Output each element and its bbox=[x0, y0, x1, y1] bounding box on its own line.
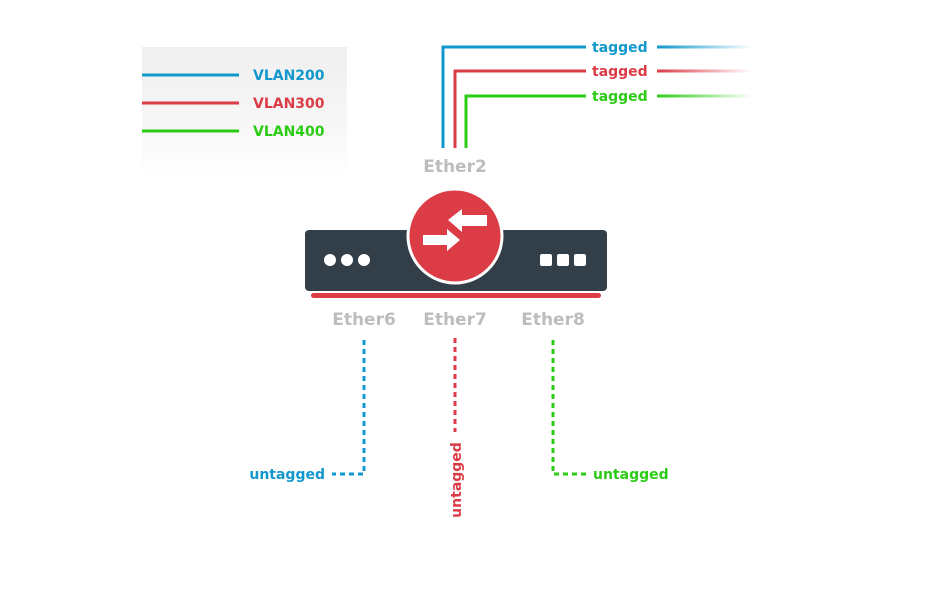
tagged-tail-vlan200 bbox=[657, 45, 752, 49]
untagged-links: untagged untagged untagged bbox=[148, 338, 795, 558]
legend: VLAN200 VLAN300 VLAN400 bbox=[142, 68, 325, 140]
untagged-line-vlan200 bbox=[332, 340, 366, 476]
tagged-tail-vlan300 bbox=[657, 69, 752, 73]
tagged-line-vlan300 bbox=[453, 69, 586, 148]
device-base-stripe bbox=[311, 293, 601, 298]
tagged-links: tagged tagged tagged bbox=[441, 40, 752, 148]
three-dots-icon bbox=[324, 254, 370, 266]
port-label-ether2: Ether2 bbox=[423, 157, 487, 177]
tagged-label-vlan400: tagged bbox=[592, 89, 648, 105]
port-label-ether8: Ether8 bbox=[521, 310, 585, 330]
legend-item-vlan300: VLAN300 bbox=[142, 96, 325, 112]
untagged-link-vlan300: untagged bbox=[449, 338, 465, 558]
untagged-label-vlan400: untagged bbox=[593, 467, 669, 483]
tagged-link-vlan200: tagged bbox=[441, 40, 752, 148]
tagged-tail-vlan400 bbox=[657, 94, 752, 98]
tagged-line-vlan200 bbox=[441, 45, 586, 148]
untagged-link-vlan200: untagged bbox=[148, 340, 366, 483]
untagged-label-vlan200: untagged bbox=[249, 467, 325, 483]
legend-item-vlan200: VLAN200 bbox=[142, 68, 325, 84]
tagged-line-vlan400 bbox=[464, 94, 586, 148]
tagged-label-vlan300: tagged bbox=[592, 64, 648, 80]
port-label-ether6: Ether6 bbox=[332, 310, 396, 330]
port-label-ether7: Ether7 bbox=[423, 310, 487, 330]
untagged-link-vlan400: untagged bbox=[551, 340, 795, 483]
legend-label-vlan300: VLAN300 bbox=[253, 96, 325, 112]
tagged-link-vlan400: tagged bbox=[464, 89, 752, 148]
three-squares-icon bbox=[540, 254, 586, 266]
switch-device[interactable] bbox=[305, 187, 607, 298]
legend-label-vlan200: VLAN200 bbox=[253, 68, 325, 84]
untagged-line-vlan400 bbox=[551, 340, 590, 476]
untagged-label-vlan300: untagged bbox=[449, 442, 465, 518]
legend-label-vlan400: VLAN400 bbox=[253, 124, 325, 140]
tagged-label-vlan200: tagged bbox=[592, 40, 648, 56]
switch-arrows-icon bbox=[406, 187, 504, 285]
legend-item-vlan400: VLAN400 bbox=[142, 124, 325, 140]
tagged-link-vlan300: tagged bbox=[453, 64, 752, 148]
legend-panel bbox=[142, 47, 347, 177]
